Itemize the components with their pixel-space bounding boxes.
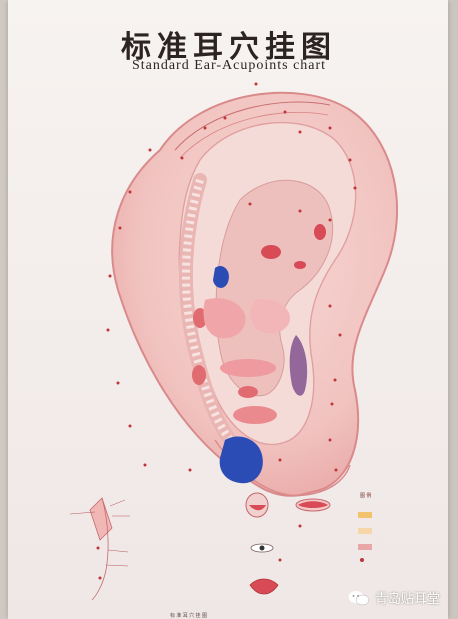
organ-red-5 — [192, 365, 206, 385]
lobule-lips-bottom-icon — [249, 578, 279, 595]
poster-subtitle: Standard Ear-Acupoints chart — [131, 58, 327, 73]
organ-red-8 — [238, 386, 258, 398]
organ-red-1 — [261, 245, 281, 259]
legend-title: 图 例 — [360, 493, 372, 499]
organ-pink-liver — [203, 298, 246, 339]
organ-red-3 — [314, 224, 326, 240]
acupoint-markers — [106, 82, 357, 562]
organ-red-6 — [220, 359, 276, 377]
organ-red-2 — [294, 261, 306, 269]
organ-blue-small — [213, 265, 229, 288]
watermark-text: 青岛贴耳堂 — [374, 592, 440, 607]
poster-title: 标准耳穴挂图 — [121, 30, 337, 65]
watermark: 青岛贴耳堂 — [348, 588, 440, 607]
organ-red-7 — [233, 406, 277, 424]
inset-diagram — [69, 497, 130, 601]
ear-spine-segments — [181, 178, 234, 443]
organ-stomach — [250, 299, 290, 334]
ear-helix-rim-lines — [174, 101, 331, 151]
organ-blue-large — [219, 436, 263, 484]
poster-footer: 标 准 耳 穴 挂 图 — [170, 613, 207, 619]
organ-purple — [289, 335, 308, 396]
legend-swatches — [358, 512, 372, 562]
wechat-icon — [348, 590, 370, 605]
